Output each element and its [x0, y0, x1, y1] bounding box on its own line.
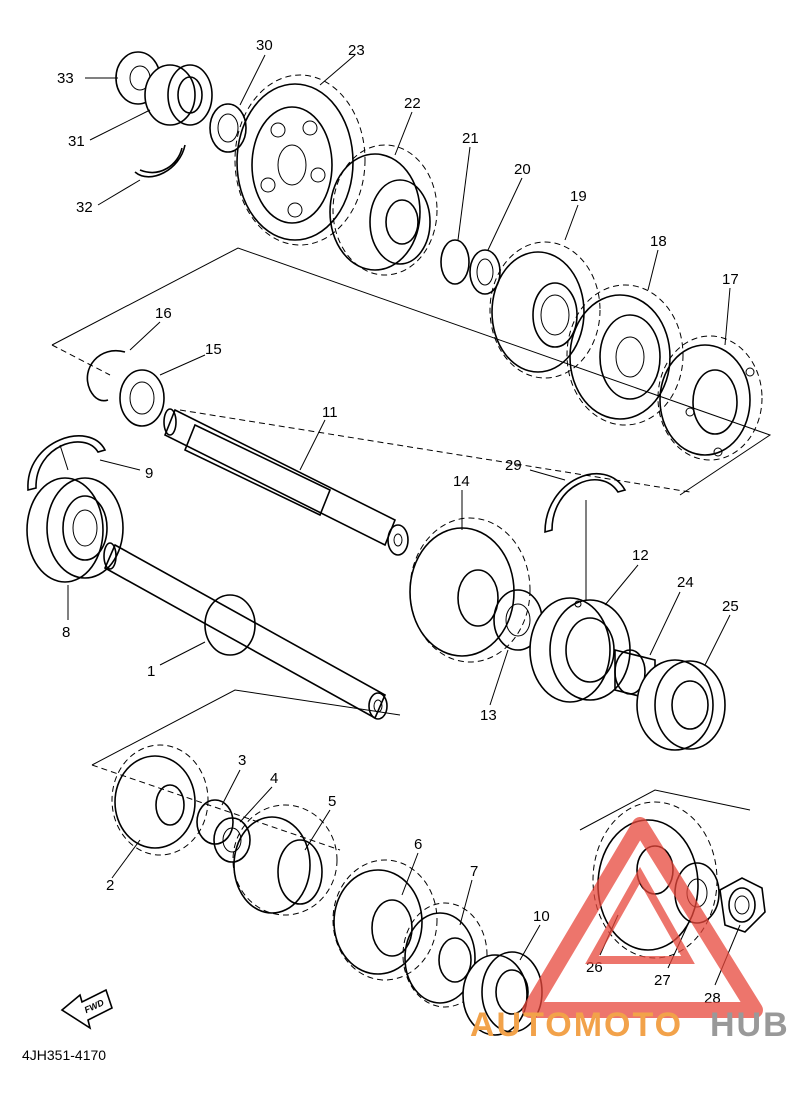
callout-17: 17	[722, 271, 739, 288]
callout-30: 30	[256, 37, 273, 54]
part-10-bearing	[462, 951, 543, 1036]
callout-8: 8	[62, 624, 70, 641]
part-22-gear	[329, 144, 438, 276]
part-21-circlip	[440, 239, 470, 285]
callout-5: 5	[328, 793, 336, 810]
callout-20: 20	[514, 161, 531, 178]
callout-2: 2	[106, 877, 114, 894]
callout-21: 21	[462, 130, 479, 147]
callout-31: 31	[68, 133, 85, 150]
part-31-bearing	[144, 64, 213, 126]
part-4-washer	[213, 817, 251, 863]
part-19-gear	[489, 241, 601, 379]
callout-3: 3	[238, 752, 246, 769]
callout-25: 25	[722, 598, 739, 615]
callout-18: 18	[650, 233, 667, 250]
callout-16: 16	[155, 305, 172, 322]
part-20-washer	[469, 249, 501, 295]
part-9-circlip	[27, 435, 107, 492]
part-1-axle	[103, 542, 388, 720]
part-17-gear	[657, 335, 763, 461]
part-29-circlip	[544, 472, 627, 534]
callout-13: 13	[480, 707, 497, 724]
part-8-bearing	[26, 477, 124, 583]
watermark-triangle-icon	[522, 817, 763, 1018]
part-2-gear	[111, 744, 209, 856]
watermark-word-automoto: AUTOMOTO	[470, 1006, 683, 1044]
callout-10: 10	[533, 908, 550, 925]
callout-1: 1	[147, 663, 155, 680]
callout-15: 15	[205, 341, 222, 358]
part-28-nut	[719, 877, 766, 933]
callout-11: 11	[322, 404, 338, 421]
callout-23: 23	[348, 42, 365, 59]
part-14-gear	[409, 517, 531, 663]
upper-shaft-frame	[51, 247, 772, 496]
lower-shaft-frame	[91, 689, 751, 851]
callout-32: 32	[76, 199, 93, 216]
callout-29: 29	[505, 457, 522, 474]
fwd-arrow-icon: FWD	[60, 988, 113, 1030]
part-32-circlip	[134, 144, 186, 178]
leader-lines	[59, 54, 741, 986]
part-15-washer	[119, 369, 165, 427]
callout-9: 9	[145, 465, 153, 482]
part-3-circlip	[196, 799, 234, 845]
callout-33: 33	[57, 70, 74, 87]
callout-6: 6	[414, 836, 422, 853]
callout-labels: 33 31 32 30 23 22 21 20 19 18 17 16 15 1…	[57, 37, 739, 1007]
callout-7: 7	[470, 863, 478, 880]
part-5-gear	[232, 804, 338, 916]
watermark-logo	[522, 817, 763, 1018]
callout-12: 12	[632, 547, 649, 564]
part-25-seal	[636, 659, 726, 751]
callout-4: 4	[270, 770, 278, 787]
part-11-main-shaft	[163, 408, 409, 556]
callout-14: 14	[453, 473, 470, 490]
part-16-circlip	[86, 349, 126, 402]
part-23-gear	[234, 74, 366, 246]
part-7-gear	[402, 902, 488, 1008]
part-30-washer	[209, 103, 247, 153]
part-6-gear	[332, 859, 438, 981]
part-code: 4JH351-4170	[22, 1047, 106, 1063]
part-18-gear	[566, 284, 684, 426]
callout-22: 22	[404, 95, 421, 112]
callout-24: 24	[677, 574, 694, 591]
watermark-word-hub: HUB	[710, 1006, 790, 1044]
callout-19: 19	[570, 188, 587, 205]
callout-27: 27	[654, 972, 671, 989]
